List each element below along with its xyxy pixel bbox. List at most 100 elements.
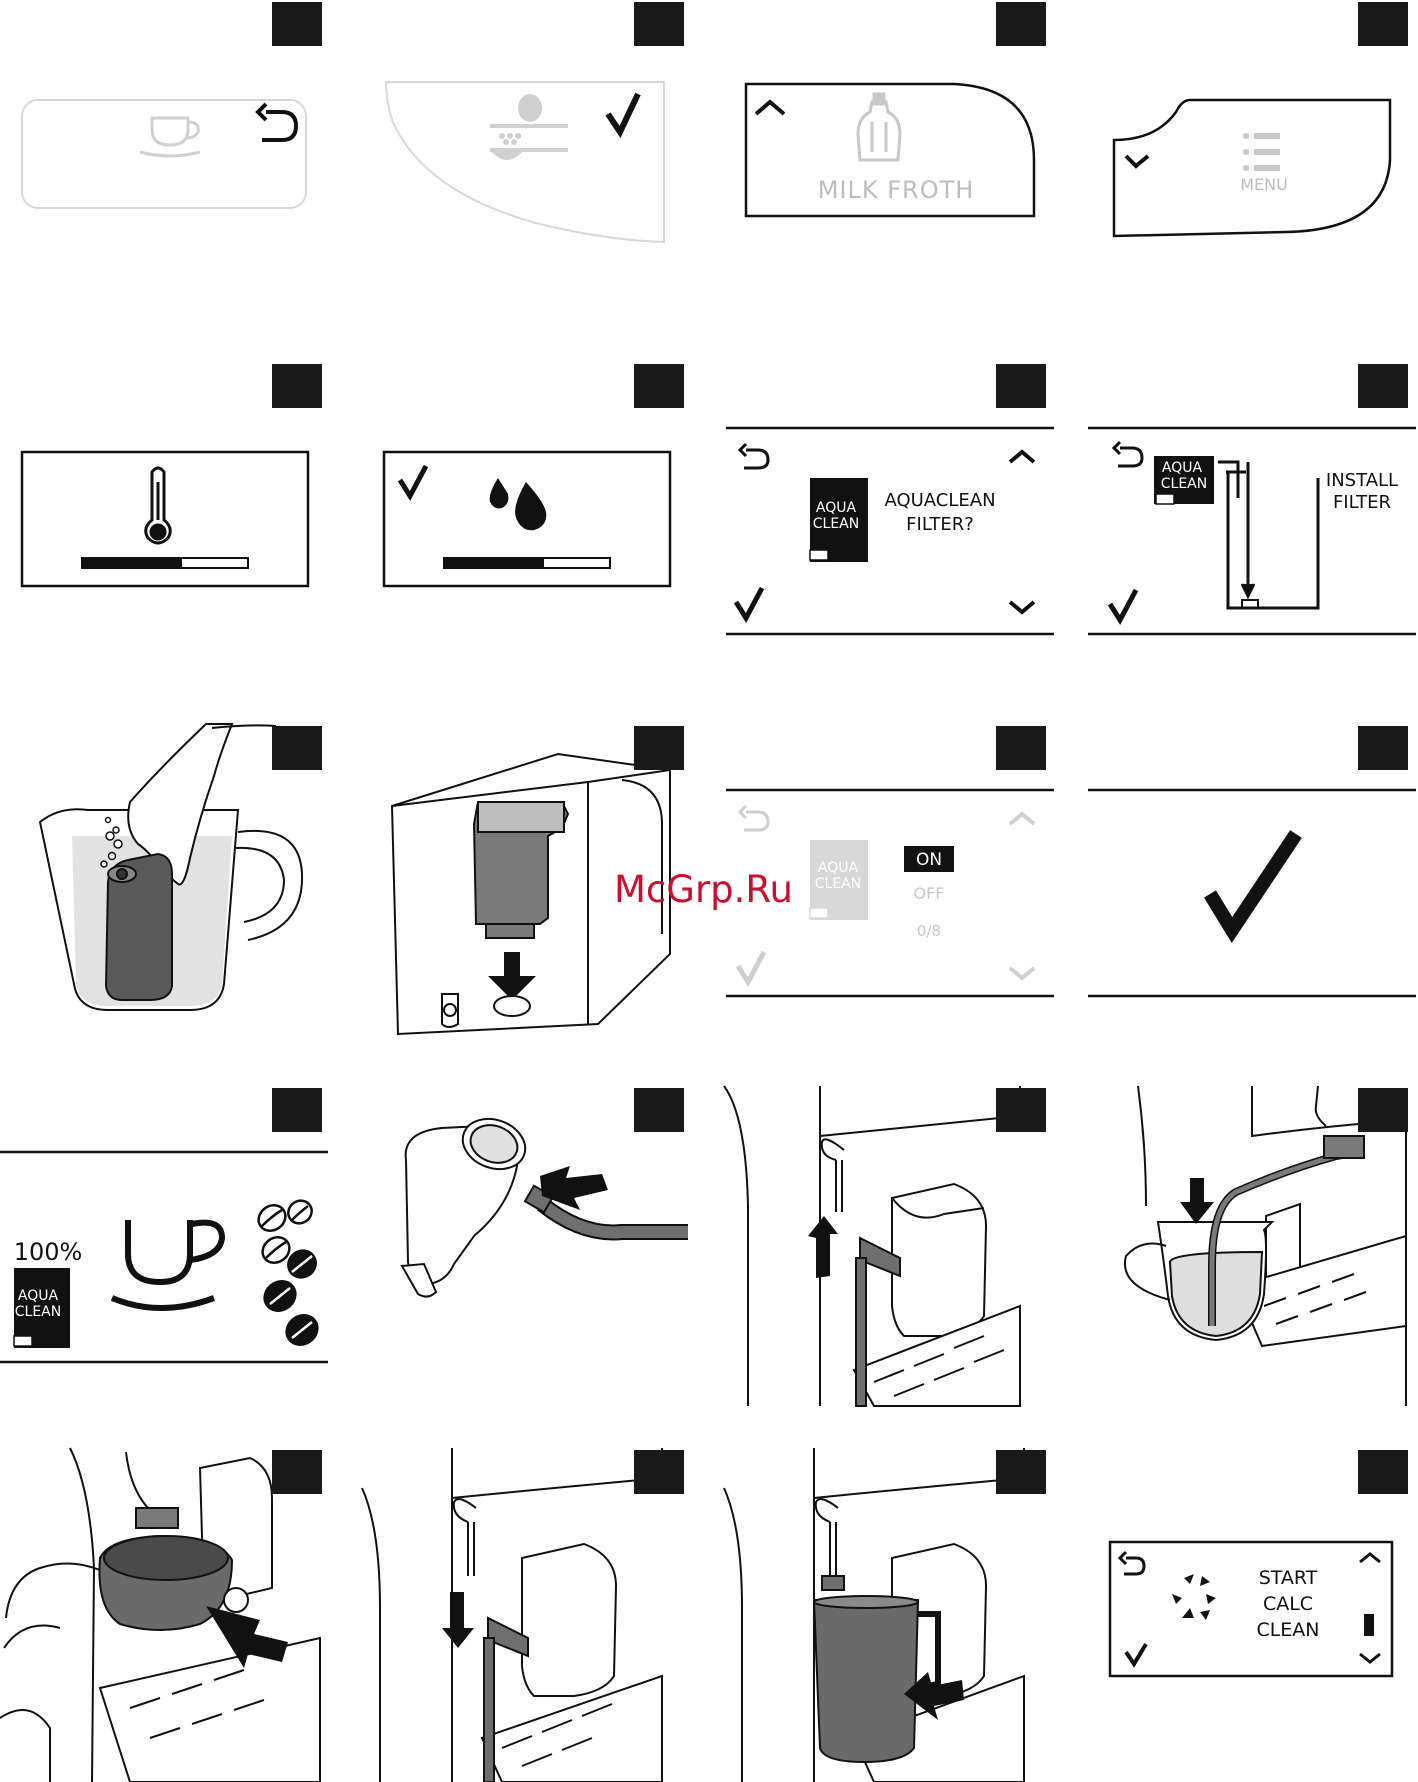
cup-icon: [112, 1220, 222, 1308]
illustration-place-cup: [0, 1448, 320, 1782]
aqua-text: AQUA: [1162, 460, 1203, 476]
step-17: [0, 1448, 320, 1768]
down-arrow-icon: [1010, 968, 1034, 978]
display-menu-screen: MENU: [1086, 0, 1406, 320]
question-line-2: FILTER?: [906, 514, 974, 535]
up-arrow-icon: [808, 1216, 838, 1278]
step-3: MILK FROTH: [724, 0, 1044, 320]
up-arrow-icon: [1010, 814, 1034, 824]
step-9: [0, 724, 320, 1044]
menu-label: MENU: [1240, 175, 1288, 194]
step-number-tab: [1358, 1088, 1408, 1132]
display-calc-clean: START CALC CLEAN: [1086, 1448, 1406, 1768]
check-icon: [736, 588, 762, 618]
aqua-text: AQUA: [818, 860, 859, 876]
water-drop-icon: [490, 478, 547, 530]
illustration-raise-milk-dispenser: [724, 1086, 1044, 1406]
watermark: McGrp.Ru: [614, 868, 793, 911]
check-icon: [1126, 1644, 1146, 1664]
water-tank-diagram: [1218, 462, 1318, 608]
aqua-text: AQUA: [816, 500, 857, 516]
display-aquaclean-question: AQUA CLEAN AQUACLEAN FILTER?: [724, 362, 1044, 682]
down-arrow-icon: [1010, 602, 1034, 612]
step-number-tab: [996, 1088, 1046, 1132]
display-espresso-screen: [0, 0, 320, 320]
menu-icon: [1243, 133, 1280, 171]
step-number-tab: [996, 1450, 1046, 1494]
calc-text: CALC: [1263, 1593, 1313, 1615]
step-7: AQUA CLEAN AQUACLEAN FILTER?: [724, 362, 1044, 682]
back-icon: [1120, 1552, 1144, 1574]
on-option: ON: [916, 850, 942, 870]
clean-text: CLEAN: [1161, 476, 1207, 492]
step-14: [362, 1086, 682, 1406]
display-install-filter: AQUA CLEAN INSTALL FILTER: [1086, 362, 1406, 682]
step-19: [724, 1448, 1044, 1768]
step-13: 100% AQUA CLEAN: [0, 1086, 320, 1406]
illustration-place-milk-jug: [724, 1448, 1044, 1782]
step-6: [362, 362, 682, 682]
install-line-1: INSTALL: [1326, 470, 1398, 491]
display-milk-froth-screen: MILK FROTH: [724, 0, 1044, 320]
up-arrow-icon: [1010, 452, 1034, 462]
illustration-tube-in-milk-jug: [1086, 1086, 1406, 1406]
step-18: [362, 1448, 682, 1768]
check-icon: [400, 466, 426, 496]
step-16: [1086, 1086, 1406, 1406]
step-number-tab: [634, 1088, 684, 1132]
check-icon: [608, 94, 638, 132]
display-heating-screen: [0, 362, 320, 682]
step-8: AQUA CLEAN INSTALL FILTER: [1086, 362, 1406, 682]
back-icon: [740, 444, 768, 468]
down-arrow-icon: [1180, 1178, 1214, 1224]
aqua-text: AQUA: [18, 1288, 59, 1304]
step-4: MENU: [1086, 0, 1406, 320]
up-arrow-icon: [756, 102, 784, 114]
step-number-tab: [634, 726, 684, 770]
clean-text: CLEAN: [813, 516, 859, 532]
milk-carafe-icon: [858, 94, 900, 160]
back-icon: [1114, 442, 1142, 466]
display-rinsing-screen: [362, 362, 682, 682]
step-20: START CALC CLEAN: [1086, 1448, 1406, 1768]
scroll-indicator: [1364, 1614, 1374, 1636]
cup-icon: [140, 118, 200, 156]
calc-clean-icon: [1172, 1574, 1216, 1620]
illustration-soak-filter: [0, 724, 320, 1044]
clean-text: CLEAN: [15, 1304, 61, 1320]
down-arrow-icon: [1360, 1654, 1380, 1662]
back-icon: [258, 104, 296, 140]
milk-froth-label: MILK FROTH: [818, 176, 975, 204]
progress-bar-icon: [444, 558, 610, 568]
step-1: [0, 0, 320, 320]
step-number-tab: [272, 726, 322, 770]
coffee-bean-icon: [254, 1196, 323, 1351]
up-arrow-icon: [1360, 1554, 1380, 1562]
check-icon: [1210, 834, 1296, 930]
start-text: START: [1259, 1567, 1318, 1589]
off-option: OFF: [914, 884, 945, 903]
display-ground-coffee-screen: [362, 0, 682, 320]
check-icon: [738, 952, 764, 982]
progress-bar-icon: [82, 558, 248, 568]
clean-text: CLEAN: [815, 876, 861, 892]
step-number-tab: [272, 1450, 322, 1494]
display-confirmation: [1086, 724, 1406, 1044]
check-icon: [1110, 590, 1136, 620]
aquaclean-filter-icon: [106, 854, 172, 1000]
step-2: [362, 0, 682, 320]
clean-word-text: CLEAN: [1256, 1619, 1319, 1641]
step-5: [0, 362, 320, 682]
filter-capacity-percent: 100%: [14, 1238, 83, 1266]
step-number-tab: [634, 1450, 684, 1494]
down-arrow-icon: [442, 1592, 474, 1648]
step-15: [724, 1086, 1044, 1406]
install-line-2: FILTER: [1333, 492, 1391, 513]
thermometer-icon: [146, 468, 171, 543]
question-line-1: AQUACLEAN: [884, 490, 995, 511]
coffee-bean-icon: [490, 94, 568, 160]
display-ready-screen: 100% AQUA CLEAN: [0, 1086, 320, 1406]
illustration-attach-milk-tube: [362, 1086, 682, 1406]
illustration-lower-milk-dispenser: [362, 1448, 682, 1782]
back-icon: [740, 806, 768, 830]
